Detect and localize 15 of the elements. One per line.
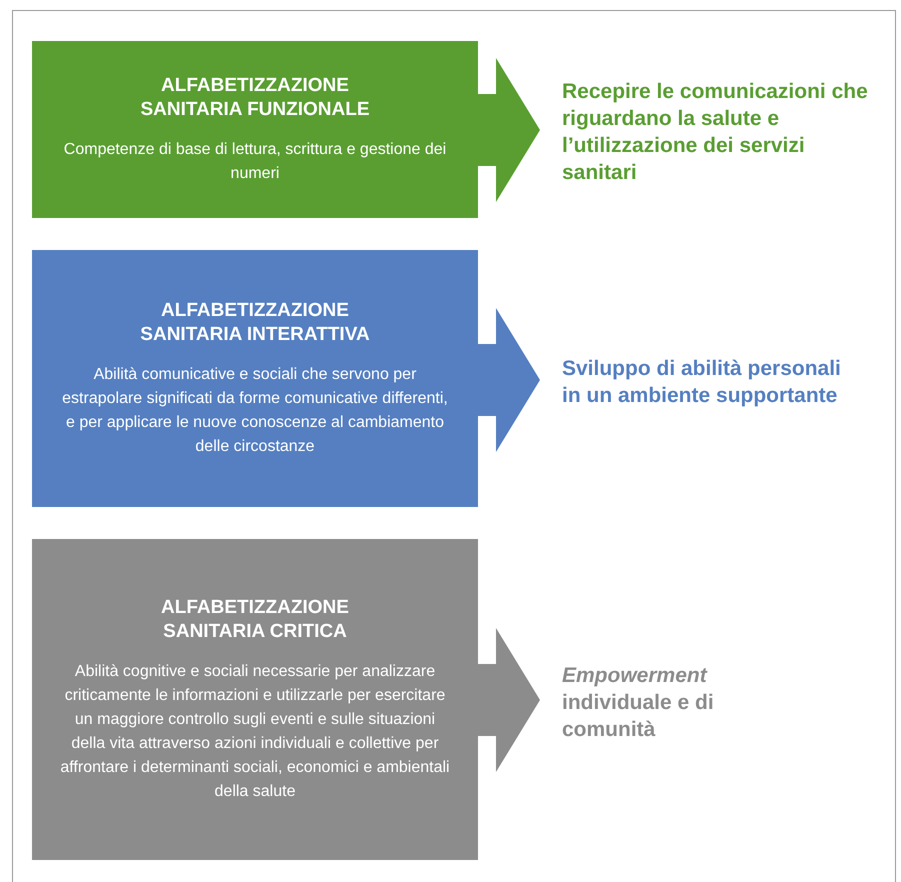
box-heading: ALFABETIZZAZIONE SANITARIA INTERATTIVA (139, 298, 371, 346)
outcome-text: Empowerment individuale e di comunità (562, 662, 715, 742)
category-box (32, 250, 478, 507)
box-heading: ALFABETIZZAZIONE SANITARIA CRITICA (160, 596, 350, 644)
box-description: Abilità comunicative e sociali che servono per estrapolare significati da forme comunicative differenti, e per applicare le nuove conoscenze al cambiamento delle circostanze (61, 364, 449, 456)
category-box (32, 41, 478, 218)
block-arrow (478, 58, 540, 202)
box-description: Competenze di base di lettura, scrittura e gestione dei numeri (62, 140, 448, 184)
block-arrow (478, 308, 540, 452)
outcome-text: Recepire le comunicazioni che riguardano la salute e l’utilizzazione dei servizi sanitari (562, 79, 869, 186)
category-box (32, 539, 478, 860)
outcome-text: Sviluppo di abilità personali in un ambiente supportante (562, 356, 842, 409)
box-description: Abilità cognitive e sociali necessarie per analizzare criticamente le informazioni e utilizzarle per esercitare un maggiore controllo sugli eventi e sulle situazioni della vita attraverso azioni individuali e collettive per affrontare i determinanti sociali, economici e ambientali della salute (59, 662, 451, 802)
box-heading: ALFABETIZZAZIONE SANITARIA FUNZIONALE (139, 74, 371, 122)
block-arrow (478, 628, 540, 772)
